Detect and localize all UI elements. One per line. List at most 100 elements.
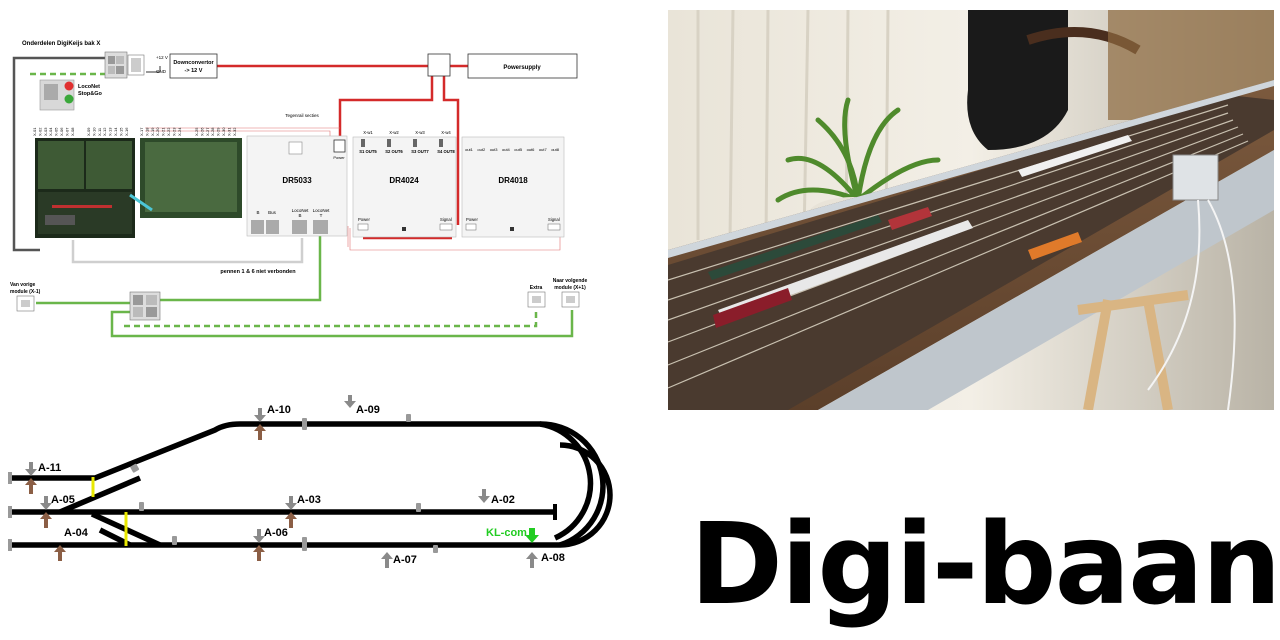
- io-label: X-11: [97, 127, 102, 136]
- io-label: X-08: [70, 127, 75, 136]
- io-label: X-20: [155, 127, 160, 136]
- io-label: X-10: [91, 127, 96, 136]
- office-chair: [967, 10, 1068, 150]
- powersupply-box: Powersupply: [467, 53, 578, 79]
- dr4024-input-label: X-w3: [415, 130, 425, 135]
- klcom-label: KL-com: [486, 527, 527, 539]
- control-box: [1172, 154, 1219, 201]
- downconvertor-sub: -> 12 V: [185, 68, 203, 74]
- tegenrail-label: Tegenrail secties: [285, 113, 319, 118]
- stop-go-unit: [39, 79, 75, 111]
- extra-connector: [527, 291, 546, 308]
- io-label: X-09: [86, 127, 91, 136]
- arrow-down-icon: [285, 496, 297, 510]
- dr4024-out-label: S2 OUT6: [385, 149, 403, 154]
- power-lines: [217, 64, 468, 240]
- grey-wire: [12, 56, 105, 252]
- stopgo-label-1: LocoNet: [78, 84, 100, 90]
- io-label: X-07: [64, 127, 69, 136]
- arrow-up-icon: [253, 545, 265, 561]
- io-label: X-23: [171, 127, 176, 136]
- gnd-label: GND: [156, 69, 167, 74]
- arrow-up-icon: [54, 545, 66, 561]
- dr4024-out-label: S4 OUT8: [437, 149, 455, 154]
- pcb-board-main: [35, 138, 135, 238]
- io-label: X-32: [232, 127, 237, 136]
- dr4024-input-label: X-w4: [441, 130, 451, 135]
- io-label: X-03: [43, 127, 48, 136]
- dr4018-out-label: out8: [551, 147, 560, 152]
- io-label: X-18: [144, 127, 149, 136]
- io-label: X-02: [37, 127, 42, 136]
- dr4024-input-label: X-w2: [389, 130, 399, 135]
- io-label: X-13: [108, 127, 113, 136]
- io-label: X-17: [139, 127, 144, 136]
- plant: [775, 97, 941, 203]
- io-label: X-01: [32, 127, 37, 136]
- dr4018-out-label: out6: [527, 147, 536, 152]
- layout-rail-bed: [668, 95, 1274, 410]
- label-a11: A-11: [38, 462, 61, 474]
- van-vorige-label-2: module (X-1): [10, 289, 41, 295]
- naar-volgende-connector: [561, 291, 580, 308]
- io-label: X-21: [161, 127, 166, 136]
- loconet-b-label-2: B: [298, 213, 301, 218]
- loconet-t-label-1: LocoNet: [313, 208, 331, 213]
- io-label: X-31: [226, 127, 231, 136]
- arrow-down-icon: [25, 462, 37, 476]
- label-a05: A-05: [51, 494, 75, 506]
- label-a07: A-07: [393, 554, 417, 566]
- dr4024-label: DR4024: [389, 176, 419, 185]
- layout-top-edge: [668, 80, 1274, 258]
- io-label: X-28: [210, 127, 215, 136]
- dr5033-label: DR5033: [282, 176, 312, 185]
- van-vorige-label-1: Van vorige: [10, 282, 36, 288]
- pennen-label: pennen 1 & 6 niet verbonden: [220, 269, 296, 275]
- dr4024-signal-label: Signal: [440, 217, 452, 222]
- brand-title: Digi-baan: [690, 500, 1280, 630]
- loconet-t-label-2: T: [320, 213, 323, 218]
- dr4024-out-label: S1 OUT5: [359, 149, 377, 154]
- label-a09: A-09: [356, 404, 380, 416]
- arrow-up-icon: [381, 552, 393, 568]
- label-a03: A-03: [297, 494, 321, 506]
- pcb-board-second: [129, 138, 242, 218]
- rails: [10, 421, 613, 548]
- loconet-dashed: [30, 72, 538, 328]
- dr4018-signal-label: Signal: [548, 217, 560, 222]
- label-a02: A-02: [491, 494, 515, 506]
- insulators: [91, 477, 128, 546]
- arrow-up-icon: [40, 512, 52, 528]
- loconet-wires: [36, 236, 574, 338]
- io-label: X-26: [199, 127, 204, 136]
- track-arrows: [25, 395, 538, 568]
- extra-label: Extra: [530, 285, 543, 291]
- cables: [1147, 199, 1236, 410]
- dr4024-input-label: X-w1: [363, 130, 373, 135]
- plus12-label: +12 V: [156, 55, 168, 60]
- label-a04: A-04: [64, 527, 89, 539]
- io-label: X-30: [221, 127, 226, 136]
- trains: [708, 135, 1132, 328]
- label-a06: A-06: [264, 527, 288, 539]
- klcom-arrow-icon: [525, 528, 539, 543]
- junction-box: [427, 53, 451, 77]
- dr4018-out-label: out2: [477, 147, 486, 152]
- wiring-diagram: Onderdelen DigiKeijs bak X +12 V: [10, 41, 588, 338]
- dr4018-out-label: out3: [490, 147, 499, 152]
- dr4024-terminal: [413, 139, 417, 147]
- arrow-down-icon: [254, 408, 266, 422]
- naar-volgende-label-2: module (X+1): [554, 285, 586, 291]
- sawhorse: [1077, 290, 1189, 410]
- arrow-up-icon: [526, 552, 538, 568]
- dr4024-terminal: [387, 139, 391, 147]
- io-label: X-22: [166, 127, 171, 136]
- naar-volgende-label-1: Naar volgende: [553, 278, 588, 284]
- downconvertor-box: Downconvertor -> 12 V: [169, 53, 218, 79]
- io-label: X-29: [216, 127, 221, 136]
- dr4018-out-label: out1: [465, 147, 474, 152]
- io-label: X-05: [54, 127, 59, 136]
